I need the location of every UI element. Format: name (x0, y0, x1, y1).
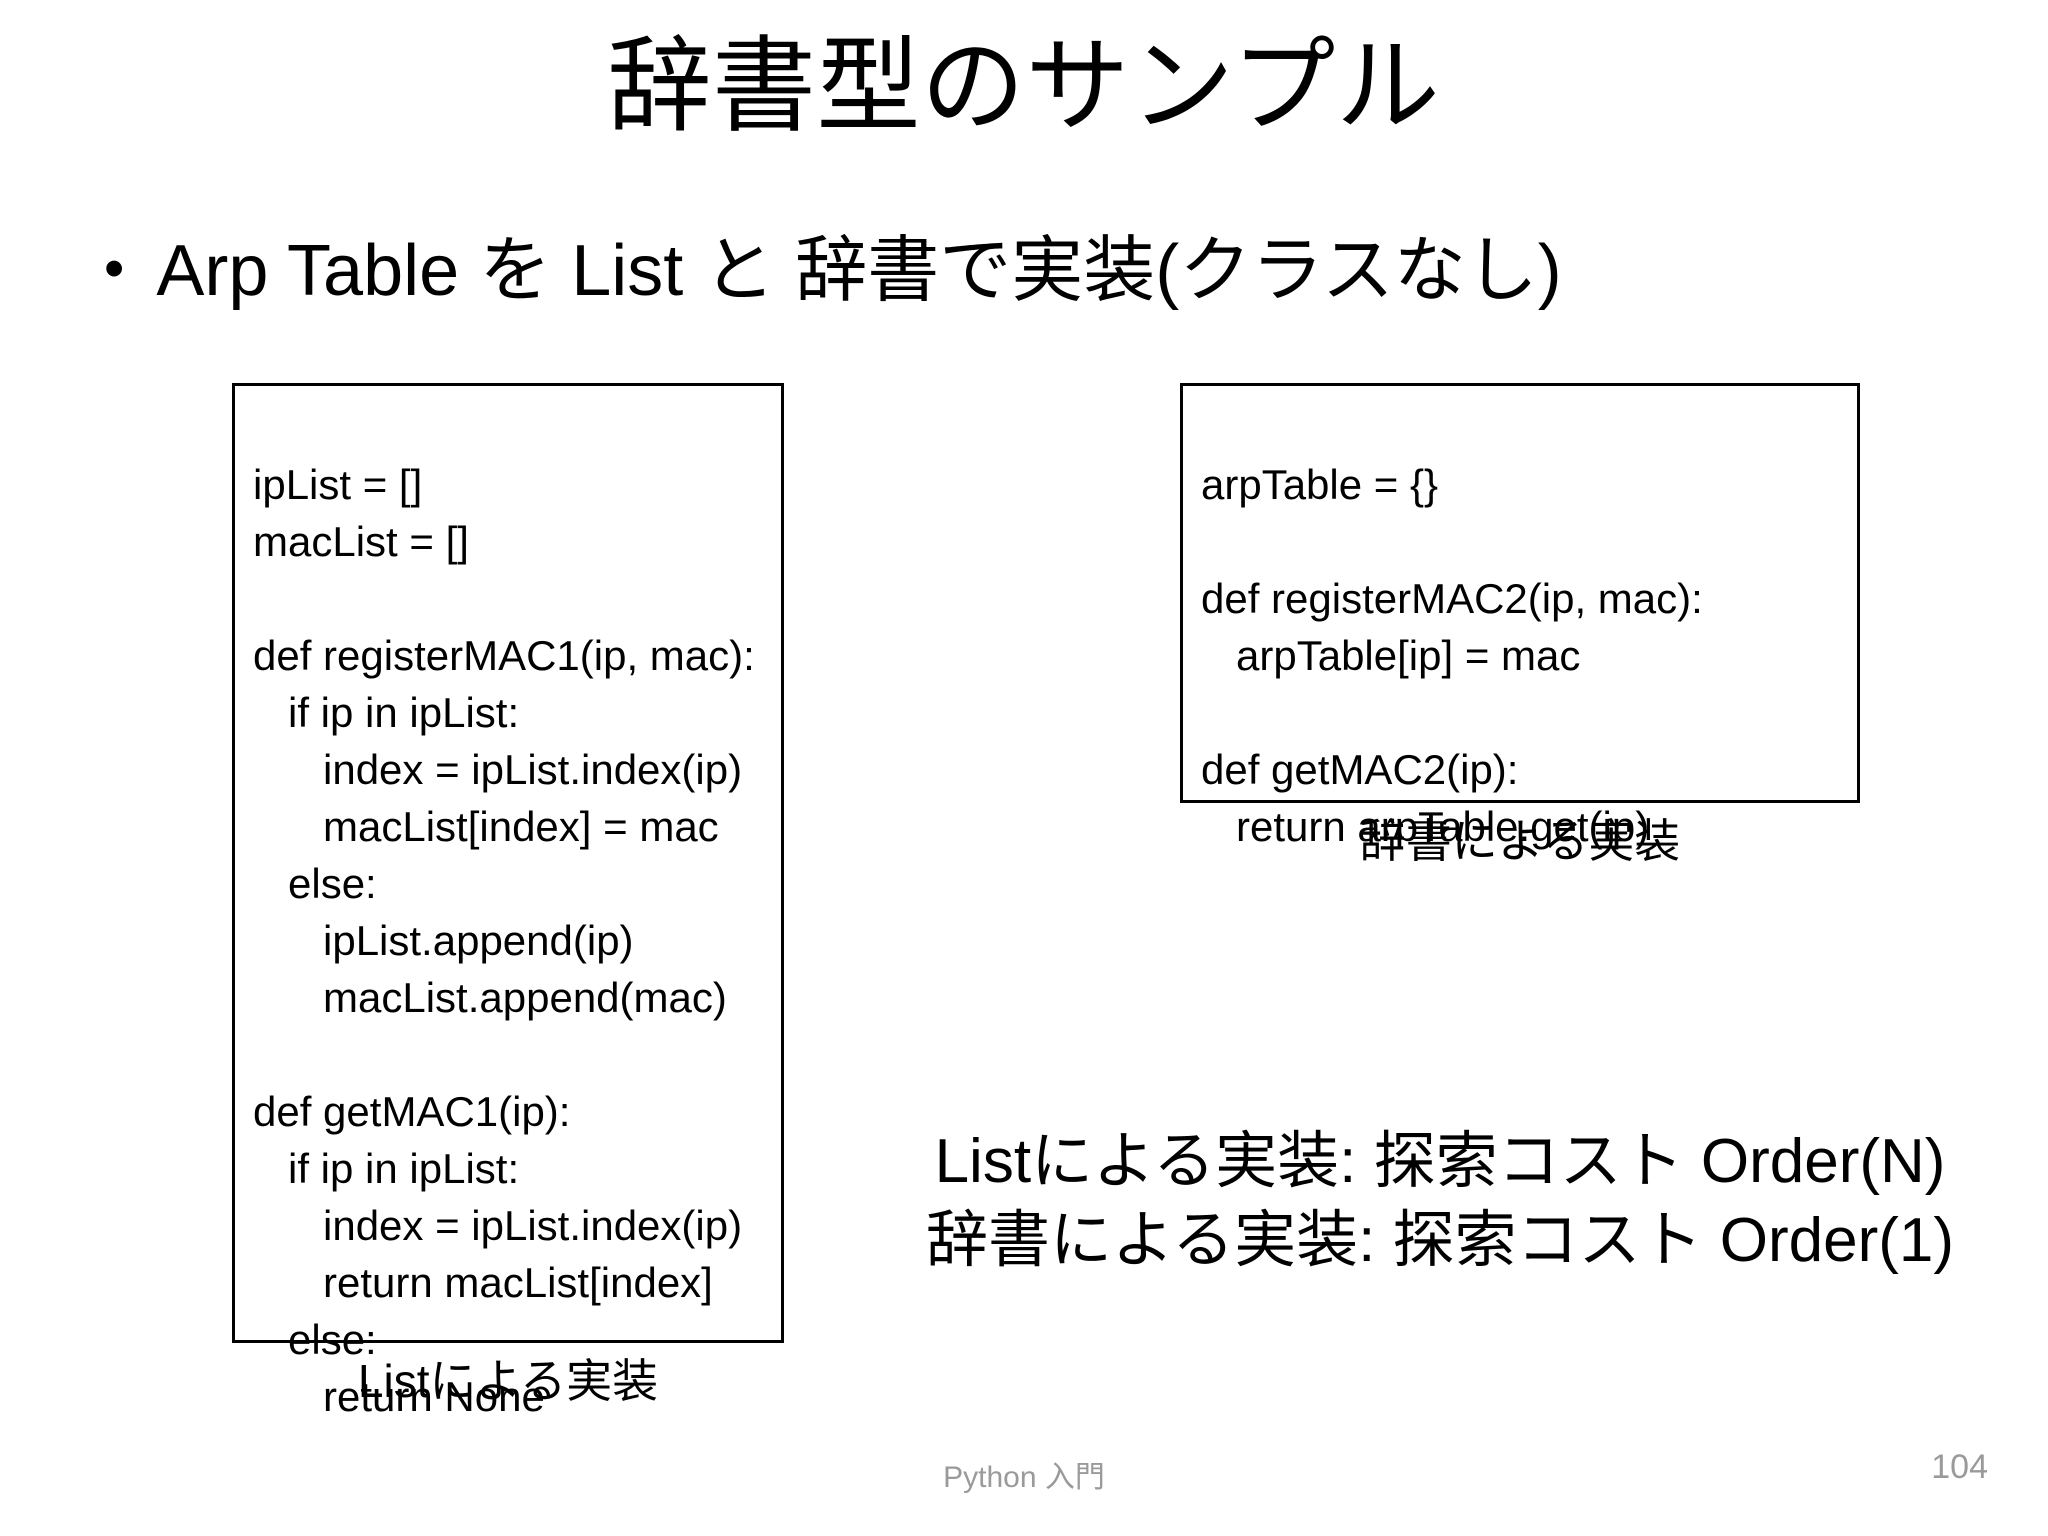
footer-label: Python 入門 (943, 1461, 1105, 1494)
code-block-list-implementation: ipList = [] macList = [] def registerMAC… (232, 383, 784, 1420)
summary-line-dict: 辞書による実装: 探索コスト Order(1) (925, 1206, 1955, 1276)
code-text-dict-implementation: arpTable = {} def registerMAC2(ip, mac):… (1201, 461, 1703, 850)
caption-list-implementation: Listによる実装 (357, 1355, 659, 1407)
bullet-item: • Arp Table を List と 辞書で実装(クラスなし) (104, 228, 2004, 314)
summary-line-list: Listによる実装: 探索コスト Order(N) (934, 1127, 1946, 1196)
page-title: 辞書型のサンプル (607, 29, 1441, 145)
bullet-item-label: Arp Table を List と 辞書で実装(クラスなし) (156, 231, 1562, 311)
slide-page-number: 104 (1931, 1448, 1988, 1486)
code-text-list-implementation: ipList = [] macList = [] def registerMAC… (253, 461, 755, 1420)
caption-dict-implementation: 辞書による実装 (1359, 815, 1681, 867)
code-block-dict-implementation: arpTable = {} def registerMAC2(ip, mac):… (1180, 383, 1860, 850)
bullet-marker-icon: • (104, 236, 125, 301)
summary-block: Listによる実装: 探索コスト Order(N) 辞書による実装: 探索コスト… (880, 1122, 2000, 1281)
